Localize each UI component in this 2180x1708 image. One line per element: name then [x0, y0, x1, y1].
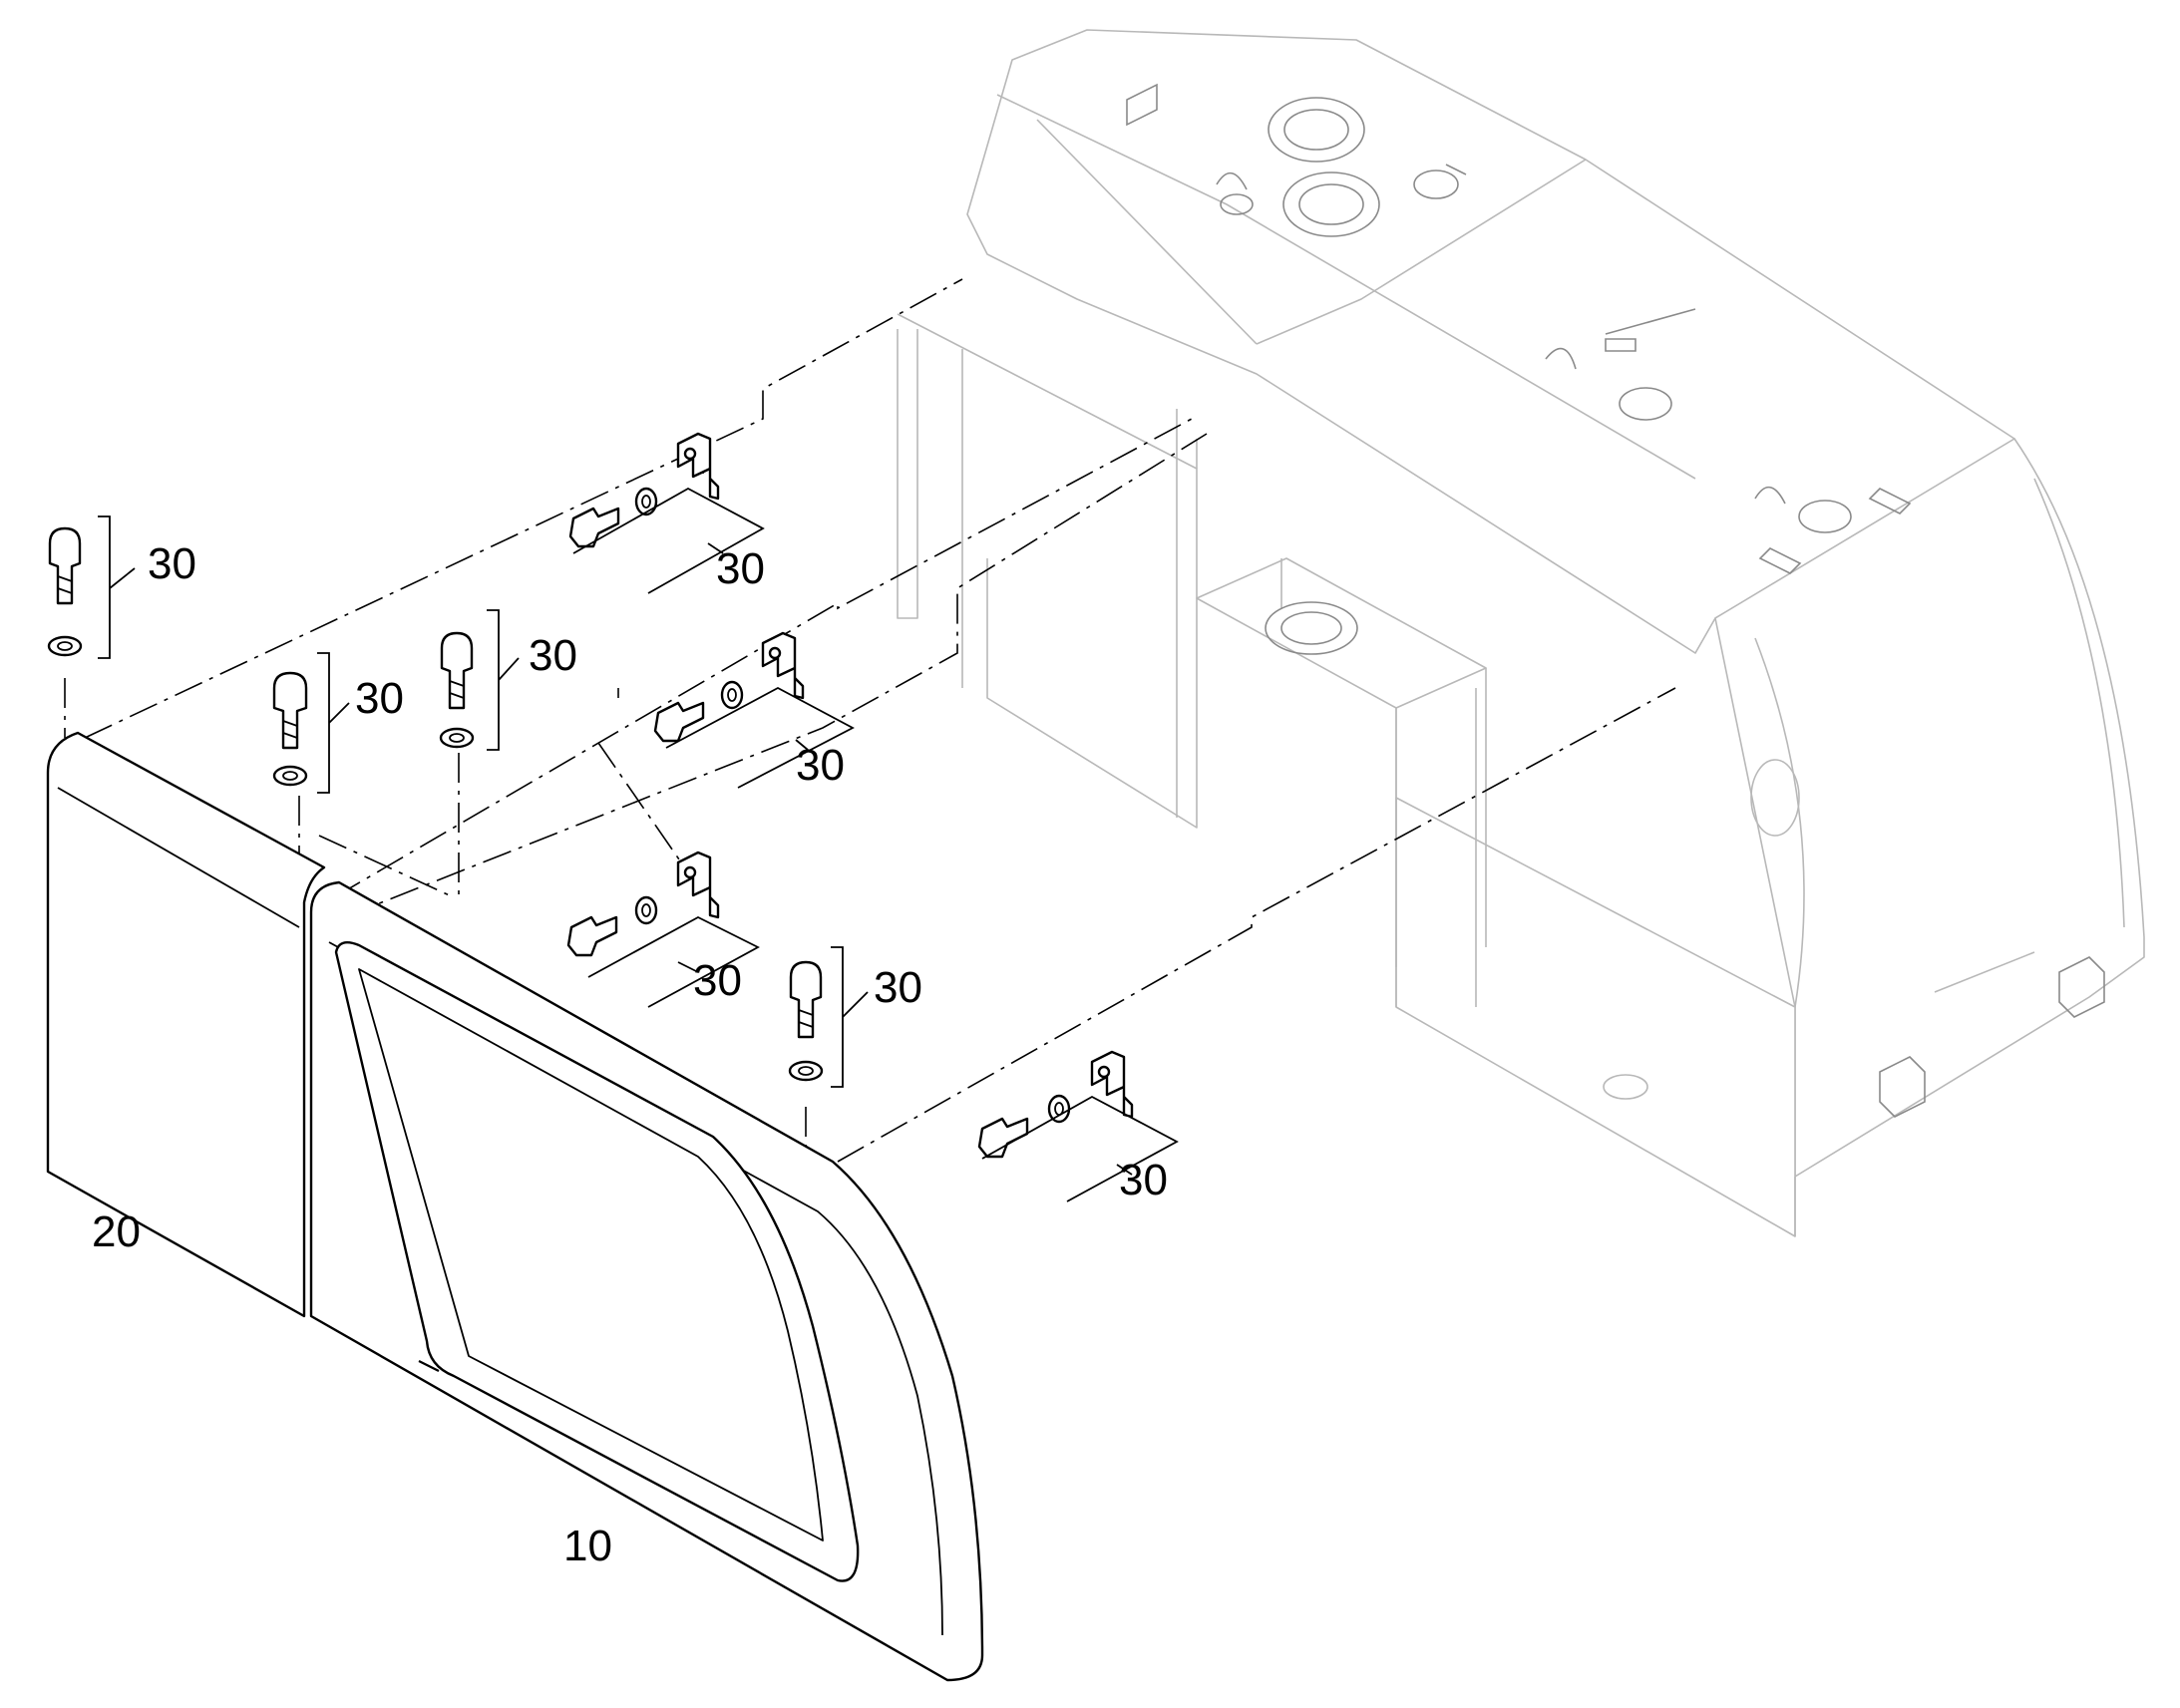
fastener-set-d [977, 1050, 1134, 1159]
callout-fastener-e: 30 [796, 741, 845, 790]
callout-door-side: 20 [92, 1207, 141, 1256]
bolt-washer-3 [439, 631, 475, 749]
door-panel-10 [309, 880, 984, 1682]
callout-fastener-h: 30 [1119, 1156, 1168, 1204]
fastener-set-c [566, 851, 720, 957]
assembly-lines [64, 278, 1676, 1163]
callout-fastener-g: 30 [874, 963, 922, 1012]
fastener-set-b [653, 631, 805, 743]
callout-fastener-a: 30 [148, 539, 196, 588]
callout-fastener-d: 30 [716, 544, 765, 593]
side-panel-20 [46, 731, 326, 1318]
callout-labels: 10 20 30 30 30 30 30 30 30 30 [92, 539, 1168, 1570]
bolt-washer-1 [47, 526, 83, 657]
callout-leaders [98, 487, 1179, 1202]
fastener-set-a [568, 432, 720, 548]
callout-door-main: 10 [563, 1522, 612, 1570]
callout-fastener-c: 30 [529, 631, 577, 680]
callout-fastener-b: 30 [355, 674, 404, 723]
bolt-washer-2 [272, 671, 308, 787]
bolt-washer-4 [788, 960, 824, 1082]
callout-fastener-f: 30 [693, 956, 742, 1005]
machine-body-ghost [897, 29, 2145, 1237]
